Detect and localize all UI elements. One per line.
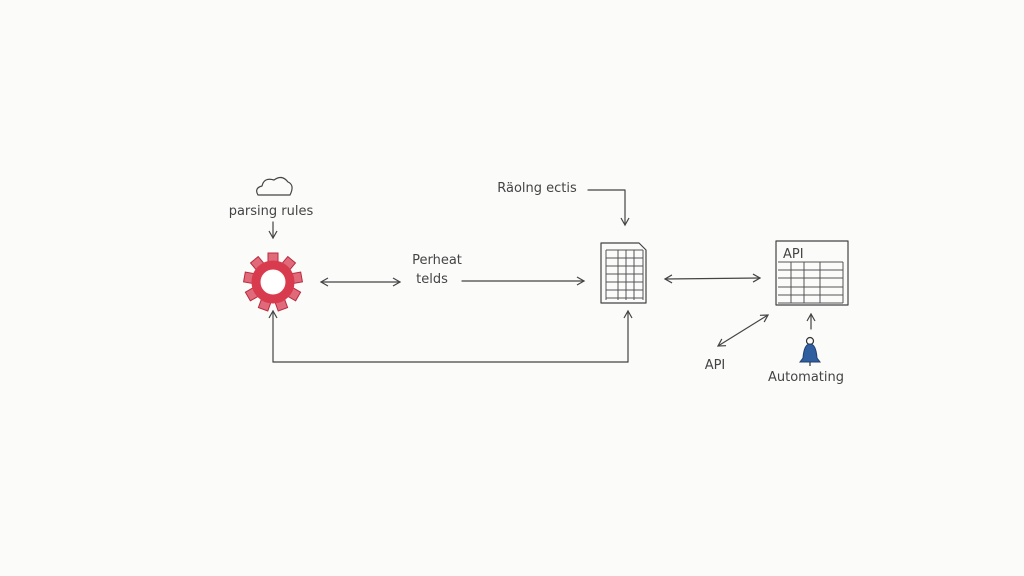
bell-icon	[799, 336, 821, 366]
arrow-ectis-to-sheet	[587, 189, 630, 227]
perheat-label: Perheat	[412, 253, 462, 268]
spreadsheet-icon	[600, 242, 647, 304]
api-side-label: API	[705, 358, 726, 373]
raolng-ectis-label: Räolng ectis	[497, 181, 577, 196]
arrow-sheet-api	[663, 273, 762, 284]
api-table-icon: API	[775, 240, 849, 306]
cloud-icon	[256, 176, 293, 196]
automating-label: Automating	[768, 370, 844, 385]
parsing-rules-label: parsing rules	[229, 204, 314, 219]
telds-label: telds	[416, 272, 448, 287]
arrow-api-diagonal	[716, 314, 770, 347]
gear-icon	[242, 252, 304, 312]
api-box-title: API	[783, 247, 804, 262]
